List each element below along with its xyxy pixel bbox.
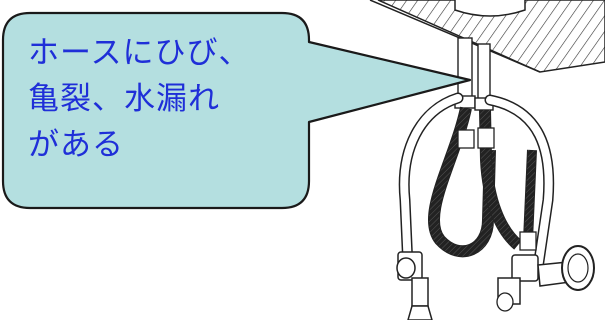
callout-line-1: ホースにひび、: [28, 35, 251, 71]
right-shutoff-valve: [496, 245, 595, 312]
left-pipe: [398, 92, 464, 274]
braided-hose-right: [519, 149, 537, 251]
braided-hose-center: [477, 109, 523, 250]
braided-hose-left: [427, 106, 496, 258]
countertop: [369, 0, 605, 73]
faucet-shank: [454, 37, 494, 111]
right-pipe: [484, 94, 555, 274]
callout-bubble: [1, 11, 472, 210]
callout-line-2: 亀裂、水漏れ: [28, 81, 220, 117]
callout-line-3: がある: [28, 127, 124, 163]
left-shutoff-valve: [396, 251, 433, 320]
callout-text: ホースにひび、 亀裂、水漏れ がある: [28, 30, 298, 168]
